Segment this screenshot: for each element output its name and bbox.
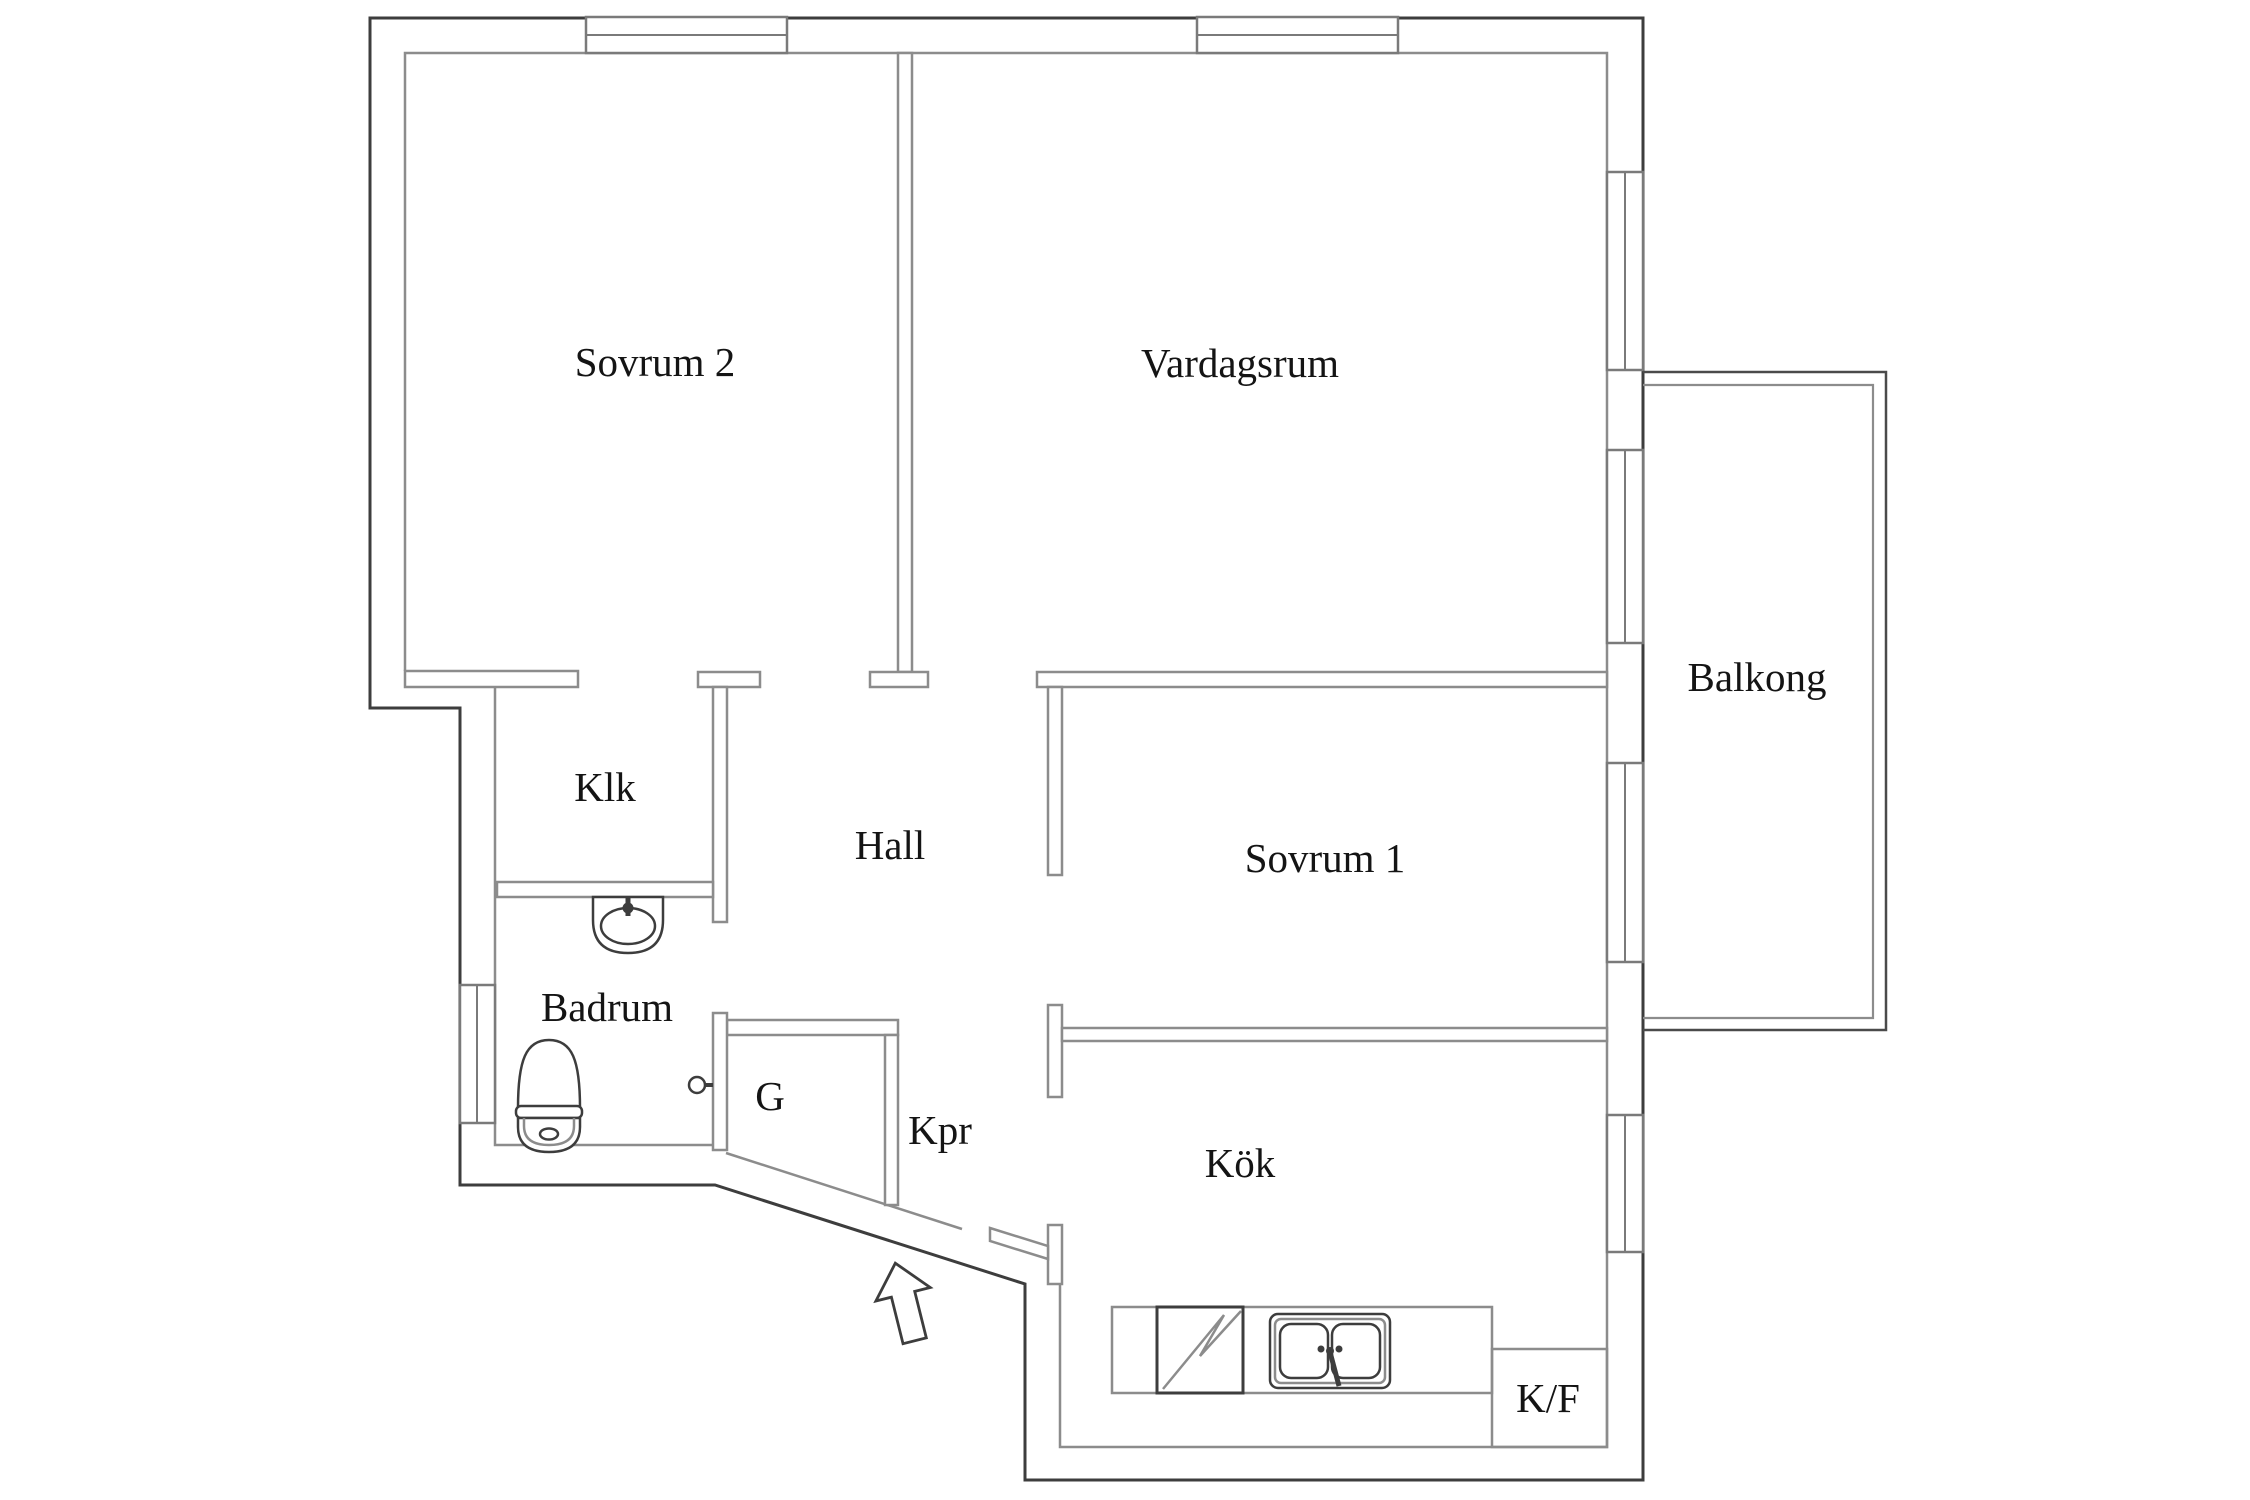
exterior-outline: [368, 16, 1645, 1482]
balcony-inner-rail: [1643, 383, 1875, 1020]
wall-sovrum1-kok: [1060, 1026, 1609, 1043]
doors: [687, 1011, 1050, 1346]
interior-wall-faces: [403, 51, 1609, 1449]
wall-kpr-kok-lower: [1046, 1223, 1064, 1286]
room-label-hall: Hall: [855, 822, 926, 868]
room-label-sovrum1: Sovrum 1: [1245, 835, 1406, 881]
inner-face-main: [403, 51, 1609, 1449]
wall-sovrum1-left: [1046, 685, 1064, 877]
room-label-vardagsrum: Vardagsrum: [1141, 340, 1339, 386]
wall-g-right: [883, 1033, 900, 1207]
partition-walls: [403, 51, 1609, 1286]
entrance-arrow-icon: [873, 1261, 934, 1346]
room-label-kpr: Kpr: [908, 1107, 972, 1153]
wall-sovrum2-klk: [403, 669, 580, 689]
balcony: [1643, 370, 1888, 1032]
wall-kpr-kok-upper: [1046, 1003, 1064, 1099]
window-top-sovrum2: [584, 15, 789, 55]
stove-fixture: [1155, 1305, 1245, 1395]
room-label-g: G: [755, 1073, 785, 1119]
wall-g-top: [725, 1018, 900, 1037]
inner-face-entry-diagonal: [725, 1151, 963, 1231]
wall-klk-badrum: [495, 880, 715, 899]
label-kf: K/F: [1516, 1375, 1580, 1421]
exterior-walls: [368, 16, 1645, 1482]
wall-cap-klk-hall: [696, 670, 762, 689]
window-left-badrum: [458, 983, 497, 1125]
inner-face-left-lower: [493, 687, 713, 1147]
wall-cap-hall-left: [868, 670, 930, 689]
room-label-sovrum2: Sovrum 2: [575, 339, 736, 385]
window-right-sovrum1: [1605, 761, 1645, 964]
fridge-freezer-box: [1490, 1347, 1609, 1449]
windows: [458, 15, 1645, 1254]
wall-klk-hall: [711, 685, 729, 924]
room-labels: Sovrum 2 Vardagsrum Balkong Klk Hall Sov…: [541, 339, 1827, 1421]
room-label-klk: Klk: [574, 764, 636, 810]
window-right-vardagsrum-upper: [1605, 170, 1645, 372]
badrum-g-door-leaf: [687, 1011, 729, 1152]
toilet-fixture: [514, 1038, 584, 1154]
window-right-kok: [1605, 1113, 1645, 1254]
door-knob: [687, 1075, 707, 1095]
entrance-door-leaf: [988, 1226, 1050, 1261]
wall-vardagsrum-sovrum1: [1035, 670, 1609, 689]
room-label-balkong: Balkong: [1688, 654, 1827, 700]
wall-sovrum2-vardagsrum: [896, 51, 914, 674]
balcony-outer-rail: [1643, 370, 1888, 1032]
room-label-kok: Kök: [1205, 1140, 1276, 1186]
room-label-badrum: Badrum: [541, 984, 673, 1030]
window-top-vardagsrum: [1195, 15, 1400, 55]
window-right-balcony-door: [1605, 448, 1645, 645]
bathroom-sink-fixture: [591, 895, 665, 955]
kitchen-sink-fixture: [1268, 1312, 1392, 1390]
